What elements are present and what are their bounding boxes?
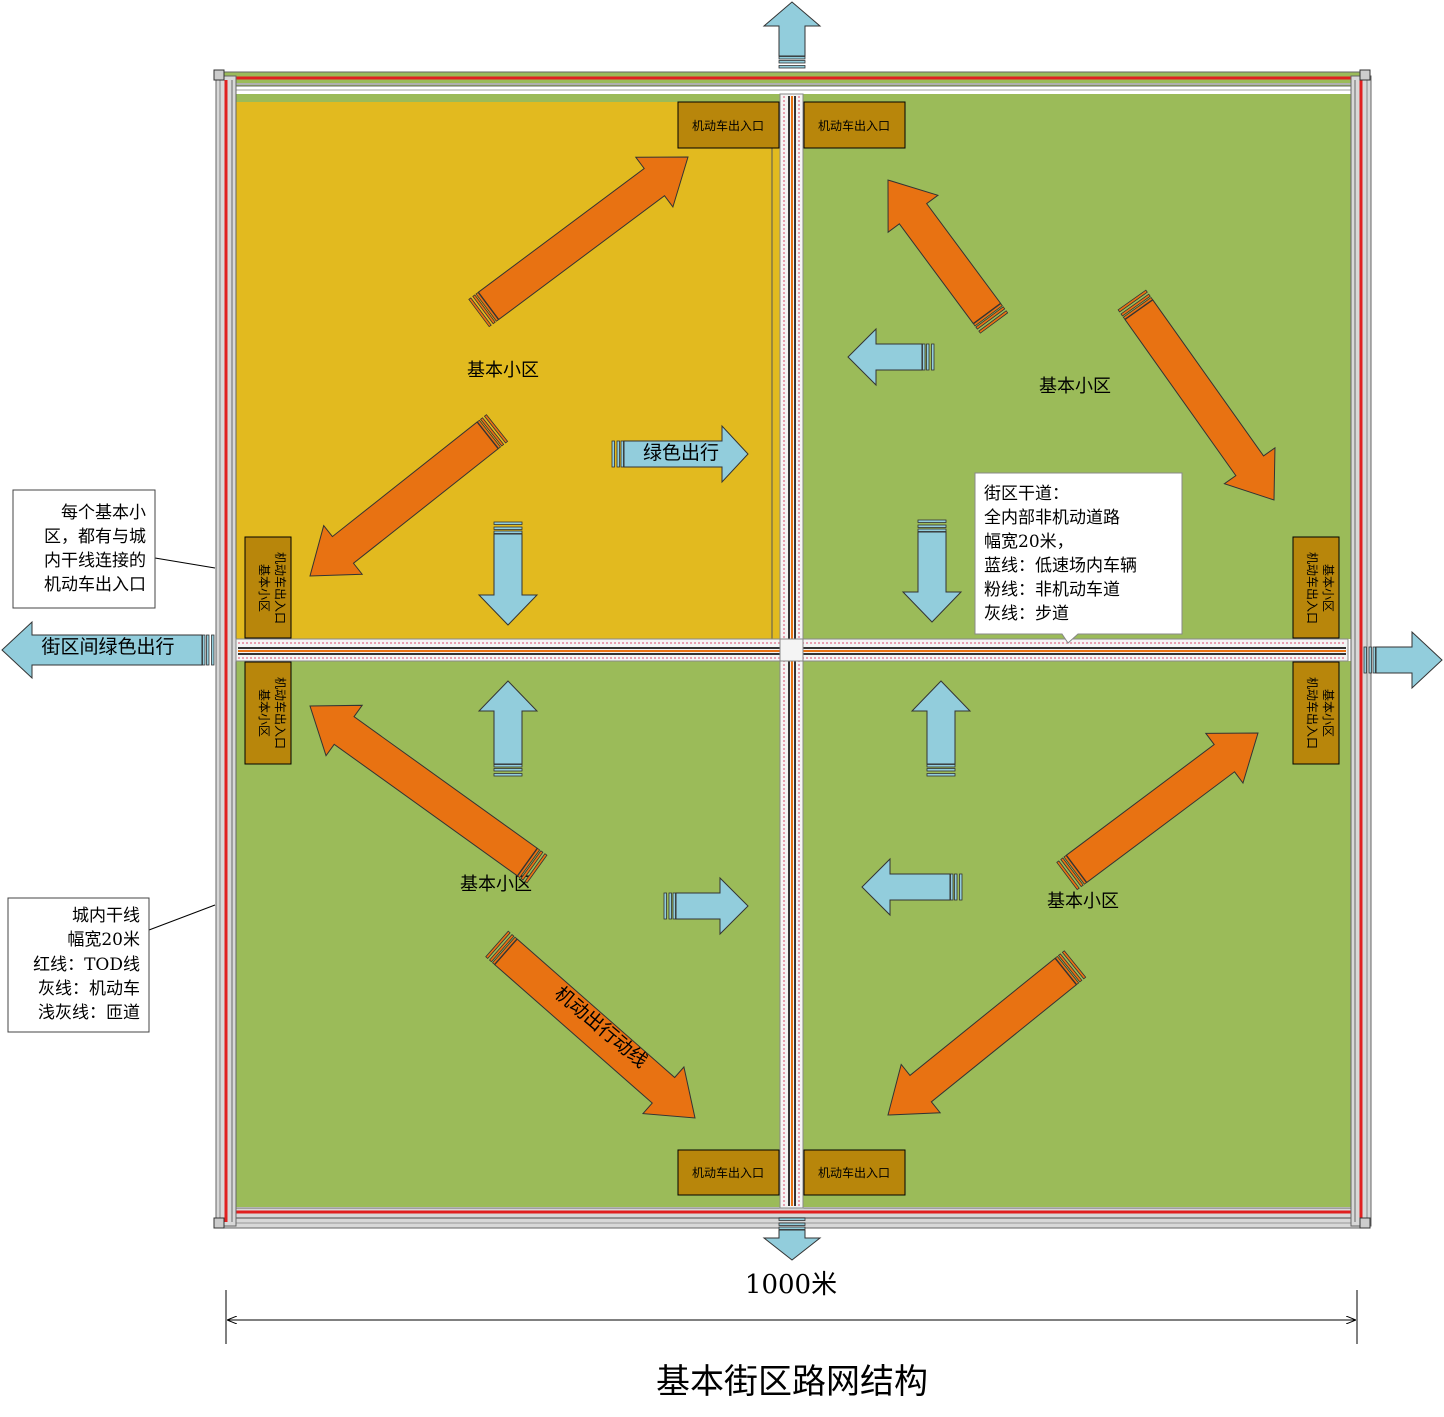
green-travel-arrow-tr-down xyxy=(901,519,963,623)
green-travel-arrow-bl-right xyxy=(663,876,749,936)
svg-text:机动车出入口: 机动车出入口 xyxy=(273,677,288,749)
green-travel-arrows xyxy=(1,1,1443,1261)
svg-text:粉线：非机动车道: 粉线：非机动车道 xyxy=(984,580,1120,600)
green-travel-arrow-tl-down xyxy=(477,521,539,626)
svg-text:幅宽20米，: 幅宽20米， xyxy=(984,532,1074,552)
city-arterial-road xyxy=(213,69,1372,1229)
green-travel-arrow-br-up xyxy=(910,680,972,777)
svg-text:全内部非机动道路: 全内部非机动道路 xyxy=(984,508,1120,528)
entrance-top-left: 机动车出入口 xyxy=(677,101,780,149)
callout-arterial-note: 城内干线 幅宽20米 红线：TOD线 灰线：机动车 浅灰线：匝道 xyxy=(7,897,216,1033)
svg-text:机动车出入口: 机动车出入口 xyxy=(44,575,146,595)
motor-flow-arrows xyxy=(309,156,1276,1119)
entrance-right-upper: 基本小区 机动车出入口 xyxy=(1292,536,1340,639)
svg-text:机动车出入口: 机动车出入口 xyxy=(273,552,288,624)
svg-text:内干线连接的: 内干线连接的 xyxy=(44,551,146,571)
entrance-left-upper: 基本小区 机动车出入口 xyxy=(244,536,292,639)
svg-text:街区干道：: 街区干道： xyxy=(984,484,1069,504)
svg-text:灰线：机动车: 灰线：机动车 xyxy=(38,979,140,999)
block-label-bottom-right: 基本小区 xyxy=(1047,891,1119,912)
block-bottom-right xyxy=(803,661,1351,1207)
green-travel-arrow-br-left xyxy=(861,857,963,917)
dimension-1000m: 1000米 xyxy=(225,1270,1358,1344)
block-label-top-left: 基本小区 xyxy=(467,360,539,381)
green-travel-label: 绿色出行 xyxy=(643,442,719,464)
inter-block-arrow-right xyxy=(1363,630,1443,690)
diagram-title: 基本街区路网结构 xyxy=(656,1362,928,1402)
svg-text:基本小区: 基本小区 xyxy=(1321,689,1335,737)
callout-street-artery-note: 街区干道： 全内部非机动道路 幅宽20米， 蓝线：低速场内车辆 粉线：非机动车道… xyxy=(974,472,1183,644)
street-artery-horizontal xyxy=(235,638,1349,662)
motor-arrow-tl-up xyxy=(468,156,689,328)
svg-text:红线：TOD线: 红线：TOD线 xyxy=(33,955,140,975)
motor-arrow-bl-down xyxy=(485,930,696,1119)
svg-text:机动车出入口: 机动车出入口 xyxy=(1305,552,1320,624)
block-label-top-right: 基本小区 xyxy=(1039,376,1111,397)
svg-text:机动车出入口: 机动车出入口 xyxy=(1305,677,1320,749)
svg-text:机动车出入口: 机动车出入口 xyxy=(818,1165,890,1180)
svg-text:机动车出入口: 机动车出入口 xyxy=(692,1165,764,1180)
svg-text:基本小区: 基本小区 xyxy=(1321,564,1335,612)
callout-entrance-note: 每个基本小 区，都有与城 内干线连接的 机动车出入口 xyxy=(12,489,216,609)
svg-text:基本小区: 基本小区 xyxy=(257,564,271,612)
svg-text:蓝线：低速场内车辆: 蓝线：低速场内车辆 xyxy=(984,556,1137,576)
motor-arrow-br-down xyxy=(887,950,1087,1116)
green-travel-arrow-tr-left xyxy=(847,327,935,387)
svg-text:机动车出入口: 机动车出入口 xyxy=(818,118,890,133)
svg-text:机动车出入口: 机动车出入口 xyxy=(692,118,764,133)
entrance-bottom-right: 机动车出入口 xyxy=(803,1149,906,1196)
inter-block-arrow-up xyxy=(762,1,822,69)
block-label-bottom-left: 基本小区 xyxy=(460,874,532,895)
inter-block-arrow-down xyxy=(762,1217,822,1261)
green-travel-arrow-right xyxy=(611,424,749,484)
motor-arrow-bl-up xyxy=(309,704,548,884)
svg-text:每个基本小: 每个基本小 xyxy=(61,503,146,523)
inter-block-arrow-left xyxy=(1,620,215,680)
svg-text:浅灰线：匝道: 浅灰线：匝道 xyxy=(38,1003,140,1023)
entrance-bottom-left: 机动车出入口 xyxy=(677,1149,780,1196)
motor-arrow-tr-up xyxy=(887,179,1009,334)
motor-arrow-br-up xyxy=(1056,732,1259,891)
svg-text:城内干线: 城内干线 xyxy=(72,906,140,926)
motor-arrow-tl-down xyxy=(309,414,509,577)
entrance-top-right: 机动车出入口 xyxy=(803,101,906,149)
svg-text:1000米: 1000米 xyxy=(745,1270,837,1300)
inter-block-green-travel-label: 街区间绿色出行 xyxy=(41,636,174,658)
green-travel-arrow-bl-up xyxy=(477,680,539,777)
svg-text:区，都有与城: 区，都有与城 xyxy=(44,527,146,547)
entrance-left-lower: 基本小区 机动车出入口 xyxy=(244,661,292,765)
motor-arrow-tr-down xyxy=(1117,289,1276,501)
svg-text:幅宽20米: 幅宽20米 xyxy=(67,930,140,950)
entrance-right-lower: 基本小区 机动车出入口 xyxy=(1292,661,1340,765)
svg-text:基本小区: 基本小区 xyxy=(257,689,271,737)
svg-text:灰线：步道: 灰线：步道 xyxy=(984,604,1069,624)
